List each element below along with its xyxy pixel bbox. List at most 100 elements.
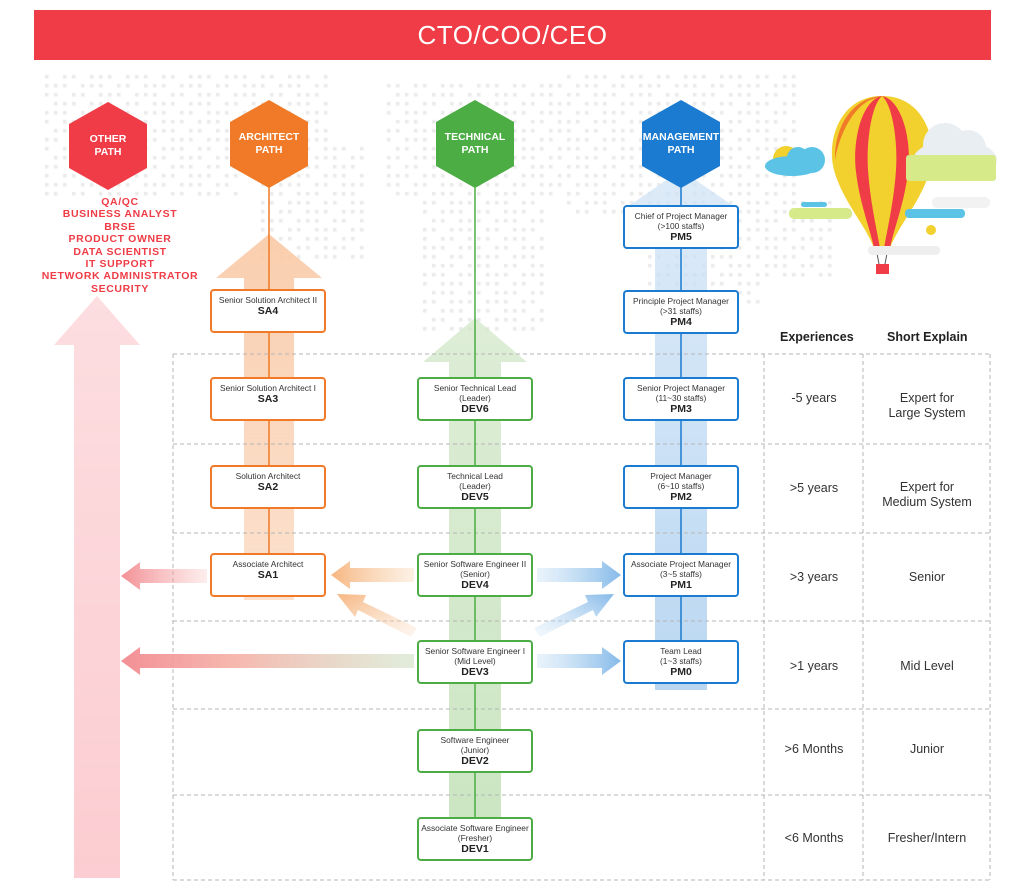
role-code: PM0 — [670, 666, 692, 678]
role-code: DEV1 — [461, 843, 489, 855]
role-title: Senior Solution Architect II — [218, 295, 318, 305]
role-code: SA4 — [257, 305, 279, 317]
arrow-dev3-to-other — [121, 647, 414, 675]
architect-path-label-line1: ARCHITECT — [238, 131, 300, 143]
explain-cell: Mid Level — [900, 659, 954, 673]
role-code: SA3 — [257, 393, 279, 405]
role-box-dev4: Senior Software Engineer II (Senior) DEV… — [417, 553, 533, 597]
list-item: SECURITY — [91, 282, 149, 295]
arrow-dev3-to-pm1 — [534, 594, 614, 637]
role-code: PM1 — [670, 579, 692, 591]
role-title: Senior Software Engineer II — [423, 559, 527, 569]
role-subtitle: (Leader) — [459, 481, 491, 491]
role-box-dev3: Senior Software Engineer I (Mid Level) D… — [417, 640, 533, 684]
arrow-dev3-to-sa1 — [337, 594, 417, 637]
explain-cell: Junior — [909, 742, 945, 756]
experience-cell: -5 years — [791, 391, 837, 405]
role-title: Senior Technical Lead — [433, 383, 517, 393]
explain-cell: Senior — [908, 570, 946, 584]
short-explain-header: Short Explain — [887, 330, 968, 344]
technical-path-label-line1: TECHNICAL — [444, 131, 506, 143]
arrow-dev4-to-sa1 — [331, 561, 414, 589]
role-code: PM2 — [670, 491, 692, 503]
explain-cell: Expert for Medium System — [882, 480, 972, 509]
role-title: Chief of Project Manager — [634, 211, 728, 221]
role-code: DEV2 — [461, 755, 489, 767]
role-code: PM3 — [670, 403, 692, 415]
management-path-label-line1: MANAGEMENT — [642, 131, 720, 143]
experience-cell: <6 Months — [784, 831, 844, 845]
role-title: Senior Solution Architect I — [220, 383, 316, 393]
arrow-sa1-to-other — [121, 562, 207, 590]
role-box-dev6: Senior Technical Lead (Leader) DEV6 — [417, 377, 533, 421]
role-box-pm5: Chief of Project Manager (>100 staffs) P… — [623, 205, 739, 249]
decor-bar-green — [789, 208, 852, 219]
role-title: Associate Software Engineer — [421, 823, 529, 833]
technical-path-label-line2: PATH — [461, 144, 489, 156]
role-code: PM5 — [670, 231, 692, 243]
role-box-dev2: Software Engineer (Junior) DEV2 — [417, 729, 533, 773]
role-code: SA2 — [257, 481, 279, 493]
role-subtitle: (6~10 staffs) — [657, 481, 705, 491]
role-title: Solution Architect — [235, 471, 301, 481]
role-title: Associate Project Manager — [630, 559, 732, 569]
role-box-pm4: Principle Project Manager (>31 staffs) P… — [623, 290, 739, 334]
experience-cell: >3 years — [789, 570, 839, 584]
list-item: BRSE — [104, 220, 136, 233]
other-path-label-line2: PATH — [94, 146, 122, 158]
architect-path-label-line2: PATH — [255, 144, 283, 156]
role-box-dev1: Associate Software Engineer (Fresher) DE… — [417, 817, 533, 861]
decor-bar-grey — [868, 246, 940, 255]
role-box-sa4: Senior Solution Architect II SA4 — [210, 289, 326, 333]
role-code: PM4 — [670, 316, 692, 328]
list-item: IT SUPPORT — [85, 258, 155, 271]
role-subtitle: (11~30 staffs) — [655, 393, 707, 403]
role-box-sa2: Solution Architect SA2 — [210, 465, 326, 509]
experience-cell: >1 years — [789, 659, 839, 673]
arrow-dev4-to-pm1 — [537, 561, 621, 589]
decor-dot-yellow — [926, 225, 936, 235]
table-grid — [172, 353, 991, 881]
list-item: DATA SCIENTIST — [73, 245, 167, 258]
role-box-pm0: Team Lead (1~3 staffs) PM0 — [623, 640, 739, 684]
role-title: Technical Lead — [447, 471, 503, 481]
role-code: DEV5 — [461, 491, 489, 503]
role-title: Associate Architect — [232, 559, 304, 569]
other-roles-list: QA/QC BUSINESS ANALYST BRSE PRODUCT OWNE… — [30, 196, 210, 295]
decor-bar-white — [932, 197, 990, 208]
experience-cell: >5 years — [789, 481, 839, 495]
list-item: QA/QC — [101, 196, 139, 208]
decor-bar-blue — [801, 202, 827, 207]
role-code: DEV3 — [461, 666, 489, 678]
role-title: Senior Project Manager — [637, 383, 725, 393]
role-subtitle: (Leader) — [459, 393, 491, 403]
role-box-pm1: Associate Project Manager (3~5 staffs) P… — [623, 553, 739, 597]
role-title: Software Engineer — [440, 735, 510, 745]
role-box-sa3: Senior Solution Architect I SA3 — [210, 377, 326, 421]
role-title: Team Lead — [660, 646, 702, 656]
role-subtitle: (Junior) — [460, 745, 490, 755]
role-code: DEV4 — [461, 579, 489, 591]
role-subtitle: (>31 staffs) — [660, 306, 702, 316]
experiences-header: Experiences — [780, 330, 854, 344]
list-item: PRODUCT OWNER — [68, 233, 172, 246]
cloud-small-icon — [765, 146, 825, 176]
management-path-label-line2: PATH — [667, 144, 695, 156]
list-item: BUSINESS ANALYST — [62, 208, 178, 221]
role-code: DEV6 — [461, 403, 489, 415]
cloud-large-icon — [906, 123, 997, 181]
other-path-label-line1: OTHER — [89, 133, 127, 145]
explain-cell: Fresher/Intern — [887, 831, 967, 845]
top-banner: CTO/COO/CEO — [34, 10, 991, 60]
role-subtitle: (Mid Level) — [454, 656, 496, 666]
decor-bar-cyan — [905, 209, 965, 218]
role-subtitle: (1~3 staffs) — [660, 656, 702, 666]
role-subtitle: (>100 staffs) — [657, 221, 705, 231]
list-item: NETWORK ADMINISTRATOR — [41, 270, 199, 283]
role-box-dev5: Technical Lead (Leader) DEV5 — [417, 465, 533, 509]
role-subtitle: (Fresher) — [457, 833, 493, 843]
other-path-arrow — [54, 296, 140, 878]
arrow-dev3-to-pm0 — [537, 647, 621, 675]
role-title: Project Manager — [650, 471, 712, 481]
role-code: SA1 — [257, 569, 279, 581]
